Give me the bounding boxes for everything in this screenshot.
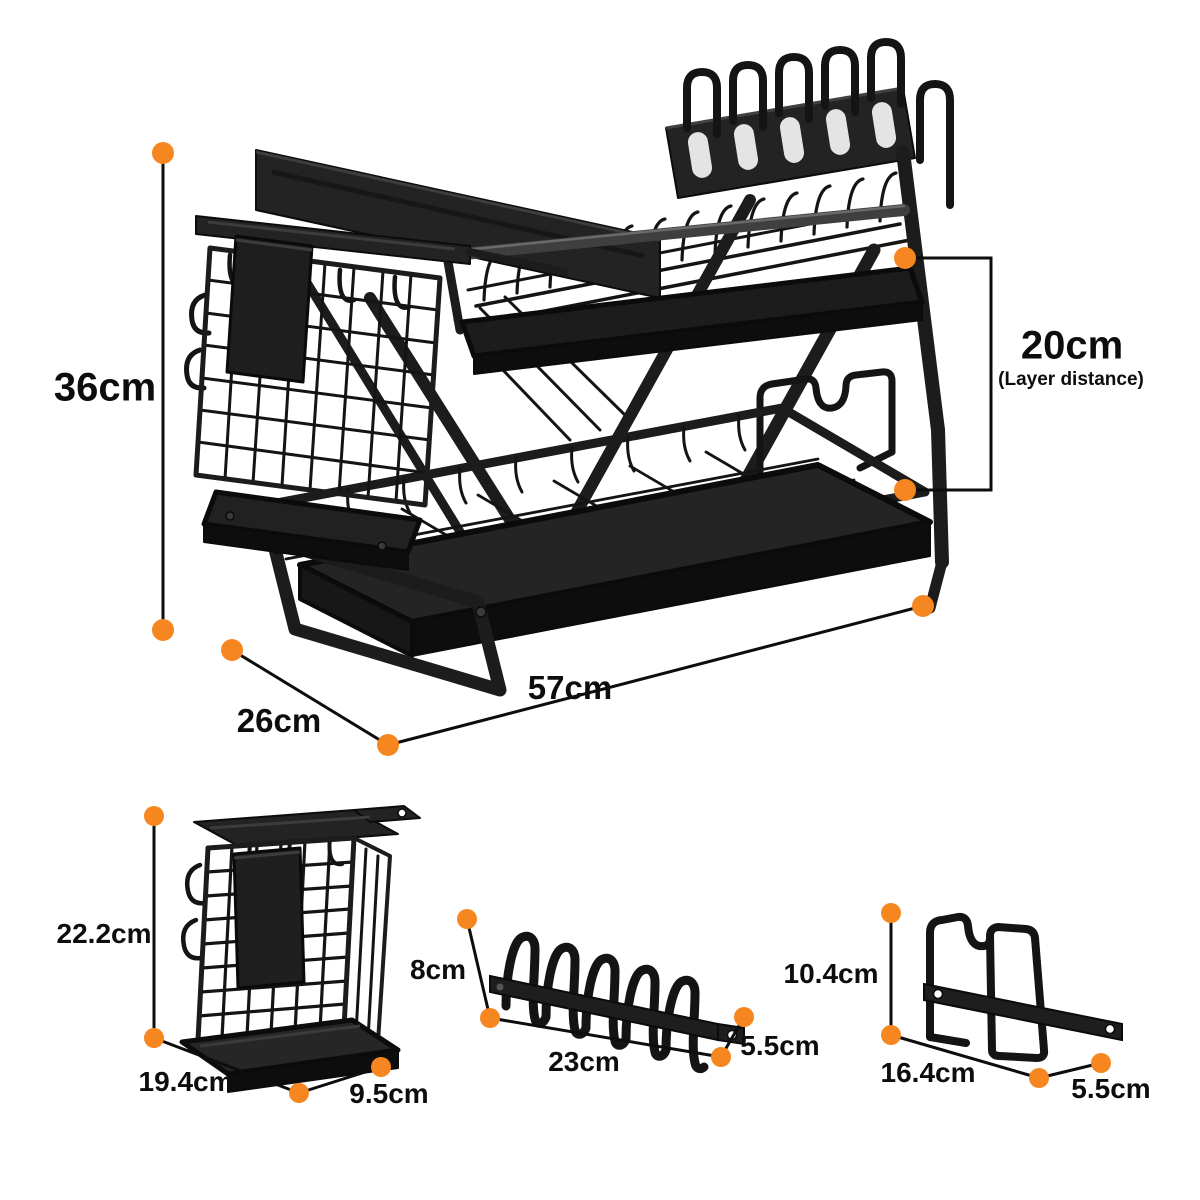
dimension-line-board-depth xyxy=(1038,1061,1102,1080)
dimension-line-utensil-width xyxy=(298,1065,382,1095)
rack-utensil-basket xyxy=(184,215,569,571)
dim-label-rack-height: 36cm xyxy=(53,365,157,410)
dimension-line-board-width xyxy=(890,1033,1040,1080)
dimension-line-layer-distance xyxy=(905,256,993,492)
dim-label-utensil-height: 22.2cm xyxy=(56,918,152,949)
back-left-panel xyxy=(255,149,661,299)
dimension-dot xyxy=(894,479,916,501)
dimension-line-rack-depth xyxy=(231,648,389,747)
dimension-dot xyxy=(912,595,934,617)
dim-label-rack-depth: 26cm xyxy=(236,702,322,739)
dim-label-dish-height: 8cm xyxy=(409,954,467,985)
dimension-dots xyxy=(144,142,1111,1103)
rack-basket-tray xyxy=(201,489,423,571)
dimension-dot xyxy=(144,1028,164,1048)
dimension-annotations xyxy=(144,142,1111,1103)
dim-label-rack-width: 57cm xyxy=(527,669,613,706)
knife-loops xyxy=(683,38,954,209)
dimension-line-dish-width xyxy=(489,1016,722,1059)
dimension-dot xyxy=(734,1007,754,1027)
dimension-dot xyxy=(152,619,174,641)
dimension-dot xyxy=(289,1083,309,1103)
dimension-dot xyxy=(881,1025,901,1045)
dim-label-dish-width: 23cm xyxy=(548,1046,620,1077)
accessory-cutting-board-holder-illustration xyxy=(923,912,1123,1062)
dim-label-layer-distance: 20cm xyxy=(1020,323,1124,368)
bottom-tier xyxy=(245,403,933,697)
dim-label-utensil-depth: 19.4cm xyxy=(138,1066,234,1097)
dimension-dot xyxy=(711,1047,731,1067)
knife-holder-panel xyxy=(665,38,954,209)
dimension-dot xyxy=(881,903,901,923)
dimension-dot xyxy=(144,806,164,826)
dimension-dot xyxy=(1029,1068,1049,1088)
dim-label-board-width: 16.4cm xyxy=(880,1057,976,1088)
dim-label-dish-depth: 5.5cm xyxy=(740,1030,820,1061)
dimension-dot xyxy=(371,1057,391,1077)
dimension-dot xyxy=(1091,1053,1111,1073)
dim-label-board-height: 10.4cm xyxy=(783,958,879,989)
dimension-dot xyxy=(221,639,243,661)
dimension-line-rack-width xyxy=(387,604,924,747)
dimension-dot xyxy=(377,734,399,756)
dim-label-layer-distance-caption: (Layer distance) xyxy=(998,369,1144,390)
dimension-line-utensil-depth xyxy=(153,1036,300,1095)
dim-label-utensil-width: 9.5cm xyxy=(349,1078,429,1109)
dimension-dot xyxy=(480,1008,500,1028)
top-tier-tray xyxy=(438,204,925,375)
main-rack-illustration xyxy=(184,38,954,697)
dimension-dot xyxy=(894,247,916,269)
dim-label-board-depth: 5.5cm xyxy=(1071,1073,1151,1104)
dimension-line-dish-height xyxy=(465,918,492,1019)
dimension-dot xyxy=(152,142,174,164)
accessory-utensil-holder-illustration xyxy=(179,805,421,1093)
dimension-dot xyxy=(457,909,477,929)
board-holder-rail xyxy=(923,982,1123,1042)
bottom-drip-tray xyxy=(297,462,933,658)
